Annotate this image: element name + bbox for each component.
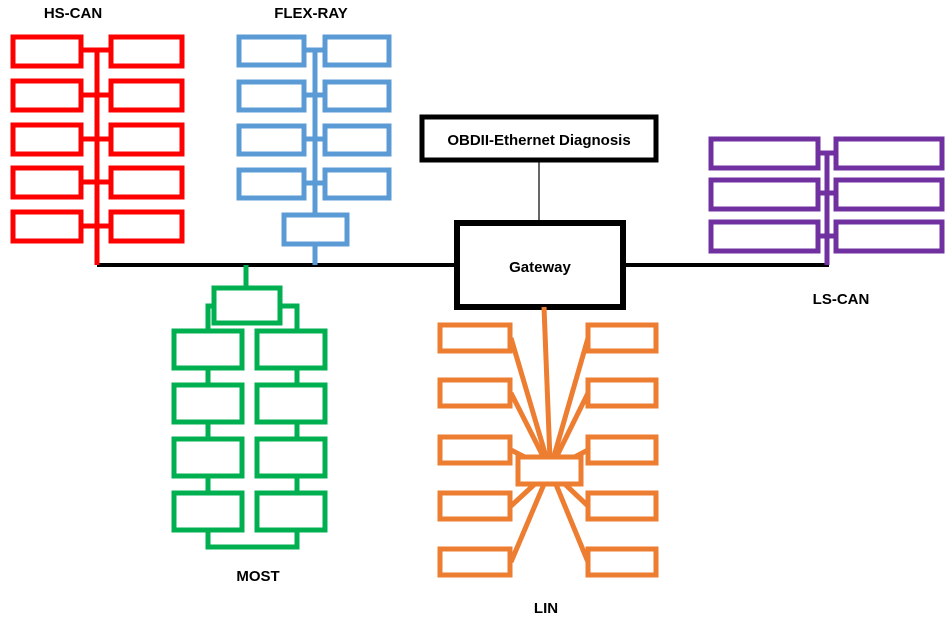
hs-can-node: [108, 122, 185, 157]
gateway-label: Gateway: [509, 259, 571, 276]
ls-can-node: [833, 136, 945, 171]
most-node: [171, 328, 245, 371]
flex-ray-node: [322, 79, 392, 113]
hs-can-node: [108, 165, 185, 200]
ls-can-node: [708, 219, 821, 254]
hs-can-node: [108, 78, 185, 113]
most-node: [254, 382, 328, 425]
lin-node: [585, 490, 659, 522]
obd-diagnosis-box: OBDII-Ethernet Diagnosis: [419, 114, 659, 163]
lin-node: [437, 490, 513, 522]
most-node: [171, 436, 245, 479]
hs-can-node: [10, 209, 84, 244]
flex-ray-node: [322, 123, 392, 157]
hs-can-label: HS-CAN: [44, 5, 102, 22]
gateway-box: Gateway: [454, 220, 626, 310]
hs-can-network: [10, 34, 185, 265]
flex-ray-node: [322, 34, 392, 68]
lin-label: LIN: [534, 600, 558, 617]
most-node: [211, 285, 283, 326]
flex-ray-node: [236, 167, 307, 201]
lin-node: [437, 434, 513, 466]
flex-ray-node: [236, 34, 307, 68]
most-node: [254, 436, 328, 479]
backbone-bus: [97, 160, 829, 267]
lin-hub: [515, 454, 584, 487]
flex-ray-node: [236, 123, 307, 157]
ls-can-label: LS-CAN: [813, 291, 870, 308]
most-node: [171, 382, 245, 425]
ls-can-node: [708, 136, 821, 171]
lin-node: [585, 546, 659, 578]
hs-can-node: [108, 209, 185, 244]
lin-node: [437, 546, 513, 578]
most-node: [254, 490, 328, 533]
flex-ray-node: [236, 79, 307, 113]
ls-can-node: [833, 177, 945, 212]
lin-node: [585, 377, 659, 409]
lin-node: [437, 377, 513, 409]
flex-ray-label: FLEX-RAY: [274, 5, 348, 22]
flex-ray-node: [322, 167, 392, 201]
hs-can-node: [108, 34, 185, 69]
hs-can-node: [10, 34, 84, 69]
obd-label: OBDII-Ethernet Diagnosis: [447, 132, 630, 149]
ls-can-node: [708, 177, 821, 212]
lin-network: [437, 306, 659, 578]
most-node: [254, 328, 328, 371]
most-node: [171, 490, 245, 533]
ls-can-node: [833, 219, 945, 254]
lin-node: [437, 322, 513, 354]
ls-can-network: [708, 136, 945, 265]
hs-can-node: [10, 78, 84, 113]
most-label: MOST: [236, 568, 279, 585]
lin-node: [585, 322, 659, 354]
hs-can-node: [10, 165, 84, 200]
most-network: [171, 265, 328, 550]
lin-node: [585, 434, 659, 466]
hs-can-node: [10, 122, 84, 157]
flex-ray-node: [281, 212, 350, 247]
flex-ray-network: [236, 34, 392, 265]
